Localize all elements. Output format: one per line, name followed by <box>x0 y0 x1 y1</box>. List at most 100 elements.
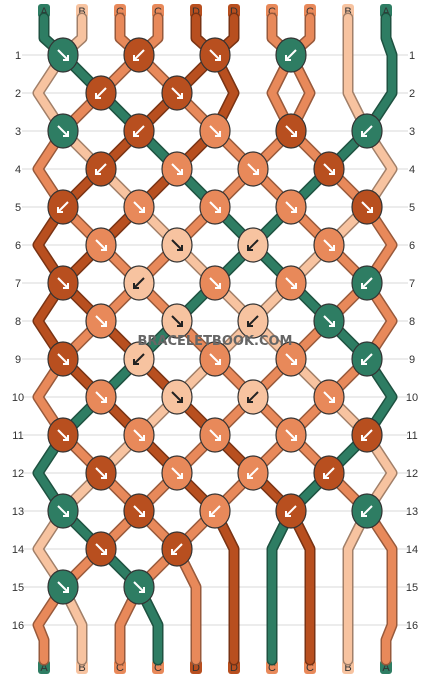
row-number: 5 <box>15 202 21 214</box>
knot <box>47 417 79 453</box>
row-number: 15 <box>12 582 24 594</box>
arrow-icon <box>361 429 373 441</box>
arrow-icon <box>95 87 107 99</box>
string-label-top: A <box>382 6 390 18</box>
arrow-icon <box>361 125 373 137</box>
knot <box>85 379 117 415</box>
string-label-bottom: B <box>344 662 351 674</box>
arrow-head-icon <box>215 207 221 213</box>
row-number: 3 <box>409 126 415 138</box>
knot <box>313 455 345 491</box>
knot <box>237 151 269 187</box>
string-label-top: D <box>230 6 238 18</box>
arrow-head-icon <box>215 359 221 365</box>
knot <box>351 493 383 529</box>
arrow-icon <box>361 201 373 213</box>
arrow-icon <box>133 277 145 289</box>
arrow-icon <box>323 239 335 251</box>
knot <box>237 379 269 415</box>
arrow-head-icon <box>291 359 297 365</box>
arrow-icon <box>57 277 69 289</box>
row-number: 1 <box>409 50 415 62</box>
arrow-icon <box>285 429 297 441</box>
arrow-head-icon <box>215 131 221 137</box>
arrow-head-icon <box>247 321 253 327</box>
row-number: 11 <box>406 430 417 442</box>
row-number: 6 <box>409 240 415 252</box>
row-number: 10 <box>406 392 418 404</box>
arrow-head-icon <box>215 283 221 289</box>
arrow-head-icon <box>139 435 145 441</box>
arrow-icon <box>285 125 297 137</box>
arrow-icon <box>323 163 335 175</box>
arrow-icon <box>171 391 183 403</box>
row-number: 9 <box>409 354 415 366</box>
thread <box>34 14 396 664</box>
arrow-head-icon <box>101 245 107 251</box>
knot <box>351 265 383 301</box>
string-label-top: C <box>116 6 124 18</box>
arrow-icon <box>171 543 183 555</box>
arrow-head-icon <box>291 435 297 441</box>
knot <box>275 493 307 529</box>
string-label-top: B <box>344 6 351 18</box>
arrow-icon <box>171 467 183 479</box>
knot <box>85 303 117 339</box>
arrow-head-icon <box>63 359 69 365</box>
arrow-head-icon <box>63 587 69 593</box>
arrow-head-icon <box>323 473 329 479</box>
string-label-top: C <box>306 6 314 18</box>
arrow-head-icon <box>177 245 183 251</box>
knot <box>161 303 193 339</box>
row-number: 6 <box>15 240 21 252</box>
knot <box>237 455 269 491</box>
arrow-head-icon <box>177 473 183 479</box>
string-label-bottom: C <box>154 662 162 674</box>
knot <box>47 189 79 225</box>
knot <box>47 569 79 605</box>
arrow-head-icon <box>361 359 367 365</box>
arrow-head-icon <box>101 397 107 403</box>
arrow-icon <box>57 505 69 517</box>
string-label-bottom: C <box>268 662 276 674</box>
arrow-icon <box>209 277 221 289</box>
arrow-head-icon <box>63 511 69 517</box>
arrow-head-icon <box>361 435 367 441</box>
knot <box>199 113 231 149</box>
row-number: 14 <box>12 544 24 556</box>
knot <box>161 379 193 415</box>
arrow-head-icon <box>285 55 291 61</box>
string-label-top: B <box>78 6 85 18</box>
arrow-icon <box>209 49 221 61</box>
knot <box>123 493 155 529</box>
arrow-head-icon <box>177 169 183 175</box>
row-number: 4 <box>15 164 21 176</box>
arrow-head-icon <box>247 397 253 403</box>
thread <box>34 14 238 664</box>
arrow-head-icon <box>139 207 145 213</box>
arrow-icon <box>247 391 259 403</box>
arrow-head-icon <box>133 55 139 61</box>
string-label-bottom: D <box>192 662 200 674</box>
knot <box>123 417 155 453</box>
knot <box>313 379 345 415</box>
knot <box>275 417 307 453</box>
watermark: BRACELETBOOK.COM <box>138 334 293 349</box>
arrow-icon <box>209 125 221 137</box>
arrow-icon <box>57 353 69 365</box>
arrow-icon <box>209 201 221 213</box>
knot <box>123 265 155 301</box>
string-label-top: C <box>268 6 276 18</box>
arrow-head-icon <box>139 587 145 593</box>
knot <box>85 227 117 263</box>
row-number: 14 <box>406 544 418 556</box>
row-number: 12 <box>12 468 24 480</box>
arrow-icon <box>171 239 183 251</box>
knot <box>313 151 345 187</box>
arrow-icon <box>285 277 297 289</box>
arrow-icon <box>133 201 145 213</box>
